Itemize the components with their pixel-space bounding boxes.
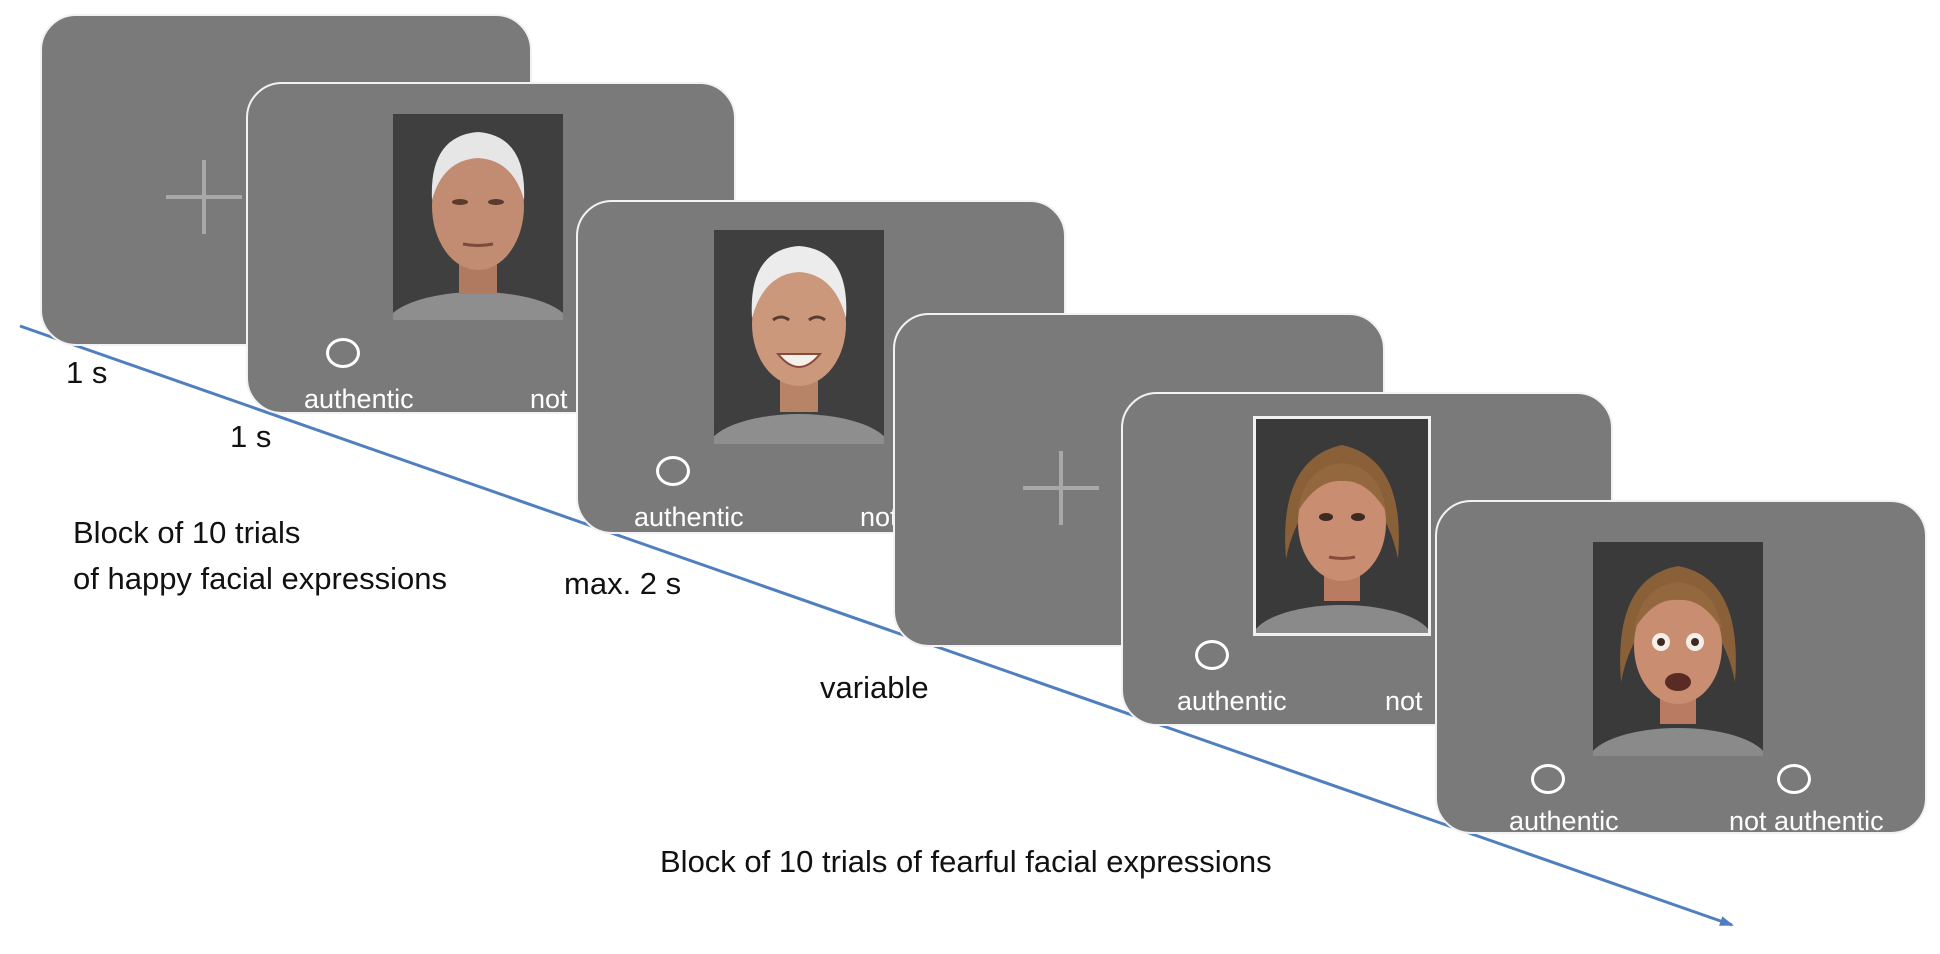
not-authentic-option-label: not bbox=[530, 384, 568, 414]
neutral-face-duration-label: 1 s bbox=[230, 419, 272, 454]
authentic-option-label: authentic bbox=[1509, 806, 1619, 836]
response-duration-label: max. 2 s bbox=[564, 566, 682, 601]
authentic-option-label: authentic bbox=[634, 502, 744, 532]
interval-duration-label: variable bbox=[820, 670, 929, 705]
face-photo-neutral-woman bbox=[1253, 416, 1431, 636]
authentic-radio-icon bbox=[656, 456, 690, 486]
face-photo-neutral-man bbox=[393, 114, 563, 320]
fixation-cross-icon bbox=[166, 195, 242, 199]
face-photo-happy-man bbox=[714, 230, 884, 444]
authentic-radio-icon bbox=[326, 338, 360, 368]
happy-block-label-line1: Block of 10 trials bbox=[73, 515, 301, 550]
not-authentic-radio-icon bbox=[1777, 764, 1811, 794]
authentic-radio-icon bbox=[1195, 640, 1229, 670]
not-authentic-option-label: not bbox=[1385, 686, 1423, 716]
fixation-cross-icon bbox=[1023, 486, 1099, 490]
face-photo-fearful-woman bbox=[1593, 542, 1763, 756]
authentic-radio-icon bbox=[1531, 764, 1565, 794]
fearful-block-label: Block of 10 trials of fearful facial exp… bbox=[660, 844, 1272, 879]
authentic-option-label: authentic bbox=[1177, 686, 1287, 716]
not-authentic-option-label: not bbox=[860, 502, 898, 532]
not-authentic-option-label: not authentic bbox=[1729, 806, 1884, 836]
face-screen-fearful-woman: authentic not authentic bbox=[1435, 500, 1927, 836]
happy-block-label-line2: of happy facial expressions bbox=[73, 561, 447, 596]
fixation-duration-label: 1 s bbox=[66, 355, 108, 390]
authentic-option-label: authentic bbox=[304, 384, 414, 414]
